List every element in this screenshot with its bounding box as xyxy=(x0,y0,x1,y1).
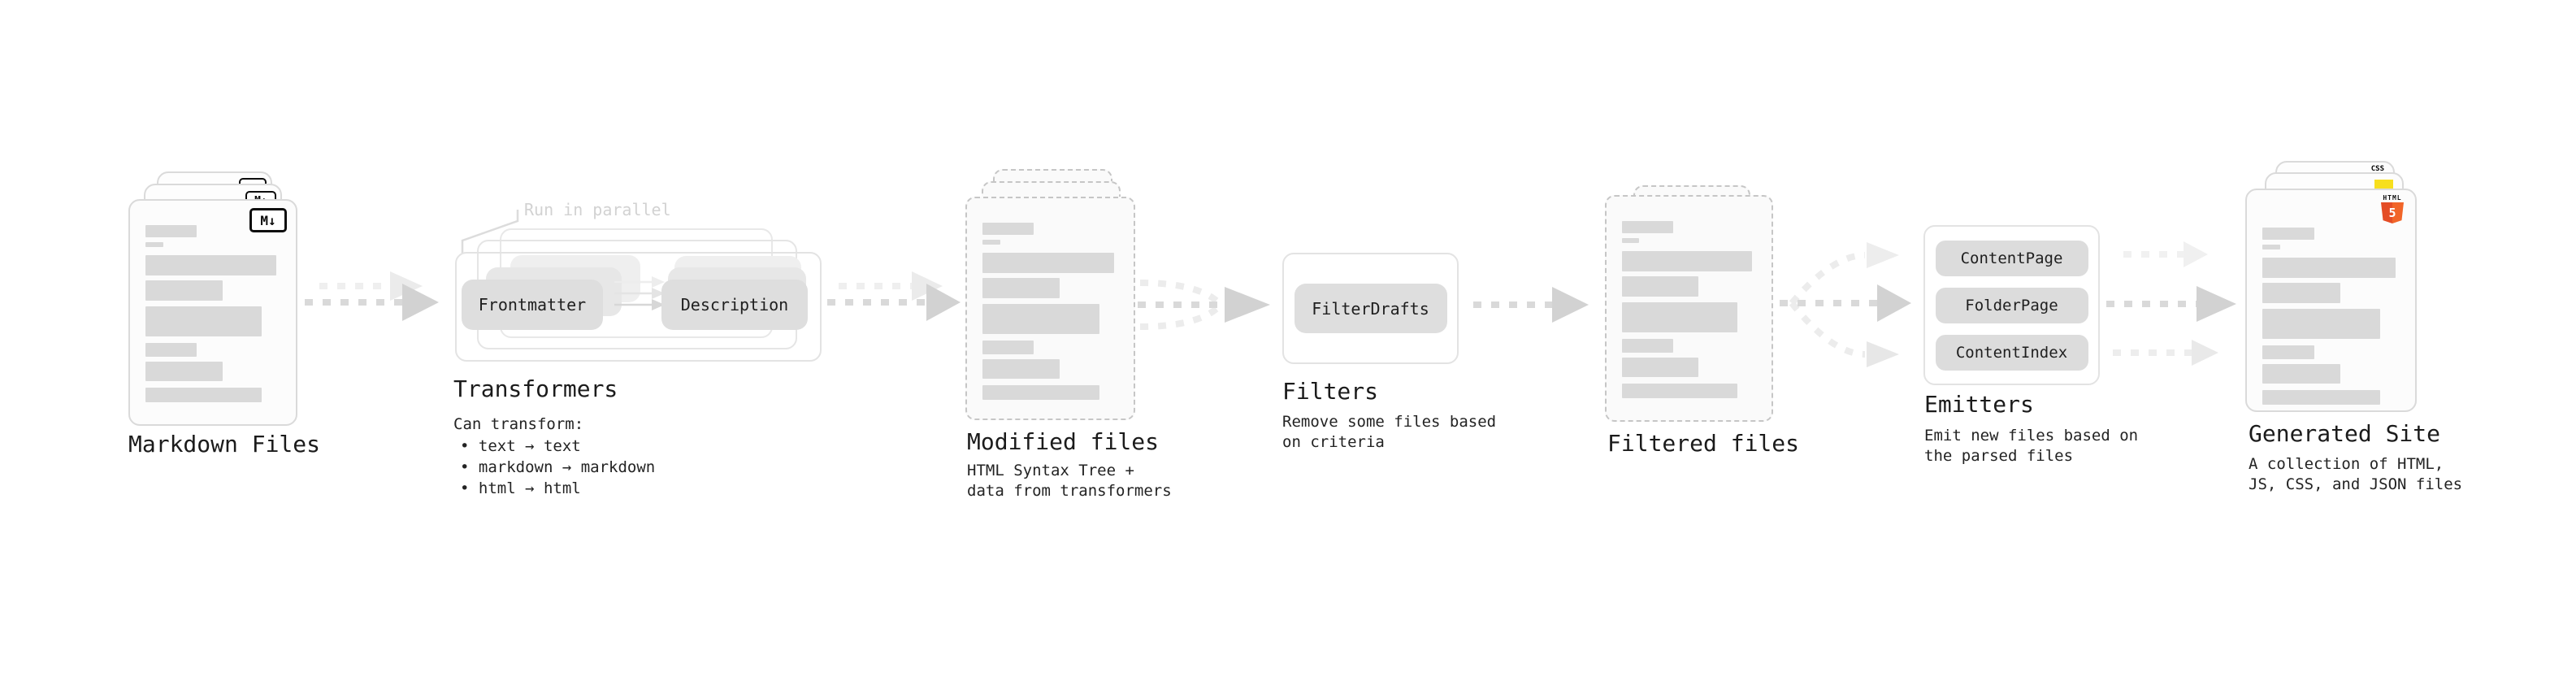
placeholder-bar xyxy=(2262,364,2341,384)
html5-icon-word: HTML xyxy=(2383,194,2402,202)
annotation-leader-line xyxy=(461,210,519,254)
placeholder-bar xyxy=(145,242,163,247)
markdown-files-label: Markdown Files xyxy=(128,431,321,458)
placeholder-bar xyxy=(2262,309,2381,339)
transformers-description-title: Can transform: xyxy=(453,415,584,433)
emitters-box: ContentPage FolderPage ContentIndex xyxy=(1923,225,2100,385)
placeholder-bar xyxy=(982,240,1000,245)
transformer-inner-arrows xyxy=(614,276,665,310)
frontmatter-chip-label: Frontmatter xyxy=(478,295,587,314)
transformers-label: Transformers xyxy=(453,375,618,402)
placeholder-bar xyxy=(1622,302,1737,332)
placeholder-bar xyxy=(982,340,1034,354)
placeholder-bar xyxy=(2262,228,2315,240)
placeholder-bar xyxy=(145,362,223,381)
emitters-label: Emitters xyxy=(1924,391,2034,418)
html5-icon-number: 5 xyxy=(2388,206,2396,220)
placeholder-bar xyxy=(2262,283,2341,303)
markdown-icon: M↓ xyxy=(249,208,287,232)
placeholder-bar xyxy=(1622,276,1699,297)
placeholder-bar xyxy=(145,306,262,336)
placeholder-bar xyxy=(1622,358,1699,377)
generated-html-file-card: HTML 5 xyxy=(2245,189,2417,412)
description-chip: Description xyxy=(661,280,808,330)
arrow-markdown-to-transformers xyxy=(305,271,439,321)
contentindex-chip-label: ContentIndex xyxy=(1955,343,2068,362)
emitters-sublabel: Emit new files based on the parsed files xyxy=(1924,427,2139,465)
html5-icon: HTML 5 xyxy=(2380,194,2405,223)
filtered-files-label: Filtered files xyxy=(1607,430,1800,457)
markdown-file-card-front: M↓ xyxy=(128,199,297,426)
placeholder-bar xyxy=(982,359,1060,379)
arrow-modified-to-filters xyxy=(1138,280,1270,330)
filterdrafts-chip-label: FilterDrafts xyxy=(1312,298,1429,319)
placeholder-bar xyxy=(1622,251,1753,271)
html5-icon-shield: 5 xyxy=(2381,202,2404,223)
contentindex-chip: ContentIndex xyxy=(1935,334,2088,371)
transformer-layer-front xyxy=(455,252,822,362)
file-content-placeholder xyxy=(1622,221,1756,398)
transformers-bullet-list: text → text markdown → markdown html → h… xyxy=(460,436,655,499)
placeholder-bar xyxy=(982,253,1114,273)
run-in-parallel-annotation: Run in parallel xyxy=(524,200,671,219)
folderpage-chip: FolderPage xyxy=(1935,287,2088,323)
placeholder-bar xyxy=(2262,258,2396,278)
placeholder-bar xyxy=(2262,390,2381,405)
folderpage-chip-label: FolderPage xyxy=(1965,296,2058,314)
frontmatter-chip: Frontmatter xyxy=(462,280,603,330)
placeholder-bar xyxy=(145,280,223,301)
placeholder-bar xyxy=(982,385,1099,400)
generated-site-sublabel: A collection of HTML, JS, CSS, and JSON … xyxy=(2249,455,2463,493)
description-chip-label: Description xyxy=(680,295,789,314)
modified-files-label: Modified files xyxy=(967,428,1160,455)
filtered-file-card-front xyxy=(1605,195,1773,422)
bullet-item: text → text xyxy=(460,436,655,457)
filterdrafts-chip: FilterDrafts xyxy=(1294,284,1447,333)
placeholder-bar xyxy=(982,223,1034,235)
file-content-placeholder xyxy=(982,223,1118,400)
arrow-transformers-to-modified xyxy=(827,271,961,321)
bullet-item: markdown → markdown xyxy=(460,457,655,478)
bullet-item: html → html xyxy=(460,478,655,499)
arrow-filters-to-filtered xyxy=(1473,287,1589,323)
modified-files-sublabel: HTML Syntax Tree + data from transformer… xyxy=(967,462,1172,500)
filters-label: Filters xyxy=(1282,378,1379,405)
placeholder-bar xyxy=(1622,238,1640,243)
modified-file-card-front xyxy=(965,197,1135,420)
placeholder-bar xyxy=(2262,245,2280,249)
arrow-emitters-to-generated xyxy=(2106,241,2236,366)
placeholder-bar xyxy=(145,225,197,237)
filters-sublabel: Remove some files based on criteria xyxy=(1282,413,1497,451)
placeholder-bar xyxy=(1622,384,1737,398)
placeholder-bar xyxy=(1622,221,1673,233)
contentpage-chip: ContentPage xyxy=(1935,240,2088,276)
arrow-filtered-to-emitters xyxy=(1780,242,1911,367)
placeholder-bar xyxy=(145,343,197,357)
placeholder-bar xyxy=(982,304,1099,334)
placeholder-bar xyxy=(145,388,262,402)
placeholder-bar xyxy=(2262,345,2315,359)
placeholder-bar xyxy=(145,255,277,275)
contentpage-chip-label: ContentPage xyxy=(1960,249,2063,267)
filters-box: FilterDrafts xyxy=(1282,253,1459,364)
file-content-placeholder xyxy=(2262,228,2400,405)
file-content-placeholder xyxy=(145,225,280,402)
generated-site-label: Generated Site xyxy=(2249,420,2441,447)
placeholder-bar xyxy=(982,278,1060,298)
placeholder-bar xyxy=(1622,339,1673,353)
javascript-icon xyxy=(2374,180,2393,189)
